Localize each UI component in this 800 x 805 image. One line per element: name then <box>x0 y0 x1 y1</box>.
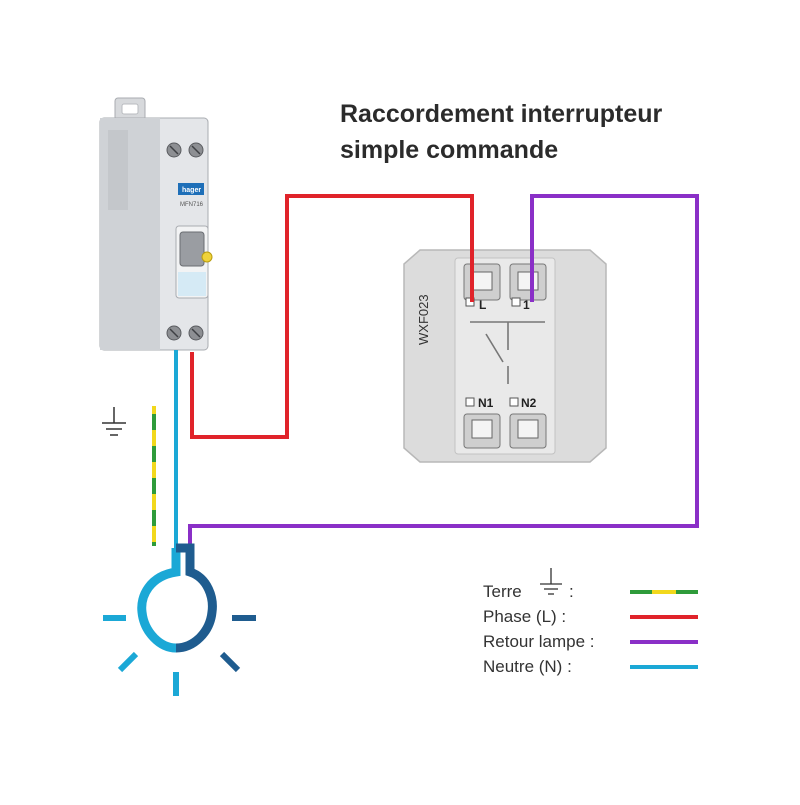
lamp-return-wire <box>188 194 699 548</box>
circuit-breaker: hager MFN716 <box>99 97 213 351</box>
title-line-1: Raccordement interrupteur <box>340 100 663 128</box>
terminal-N2-label: N2 <box>521 396 537 410</box>
legend-label-phase: Phase (L) : <box>483 607 566 626</box>
legend: Terre : Phase (L) : Retour lampe : Neutr… <box>483 568 698 676</box>
legend-item-neutral: Neutre (N) : <box>483 657 698 676</box>
diagram-title: Raccordement interrupteur simple command… <box>340 100 663 164</box>
legend-item-earth: Terre : <box>483 568 698 601</box>
switch-symbol <box>470 321 545 384</box>
light-bulb-icon <box>103 543 256 696</box>
wires <box>152 194 699 548</box>
terminal-1-label: 1 <box>523 298 530 312</box>
breaker-model: MFN716 <box>180 202 204 208</box>
switch-model: WXF023 <box>416 294 431 345</box>
switch-module: WXF023 L 1 N1 N2 <box>403 249 607 463</box>
phase-wire <box>190 194 474 439</box>
earth-ground-icon <box>102 407 126 436</box>
breaker-brand: hager <box>182 187 201 194</box>
terminal-L-label: L <box>479 298 486 312</box>
legend-earth-icon <box>540 568 562 595</box>
legend-item-phase: Phase (L) : <box>483 607 698 626</box>
switch-mechanism <box>454 257 556 455</box>
breaker-toggle <box>179 231 205 267</box>
light-rays <box>103 615 179 696</box>
legend-label-neutral: Neutre (N) : <box>483 657 572 676</box>
legend-label-return: Retour lampe : <box>483 632 595 651</box>
title-line-2: simple commande <box>340 136 558 164</box>
terminal-N1-label: N1 <box>478 396 494 410</box>
legend-item-return: Retour lampe : <box>483 632 698 651</box>
svg-text::: : <box>569 582 574 601</box>
legend-label-earth: Terre <box>483 582 522 601</box>
breaker-brand-badge <box>178 183 204 195</box>
